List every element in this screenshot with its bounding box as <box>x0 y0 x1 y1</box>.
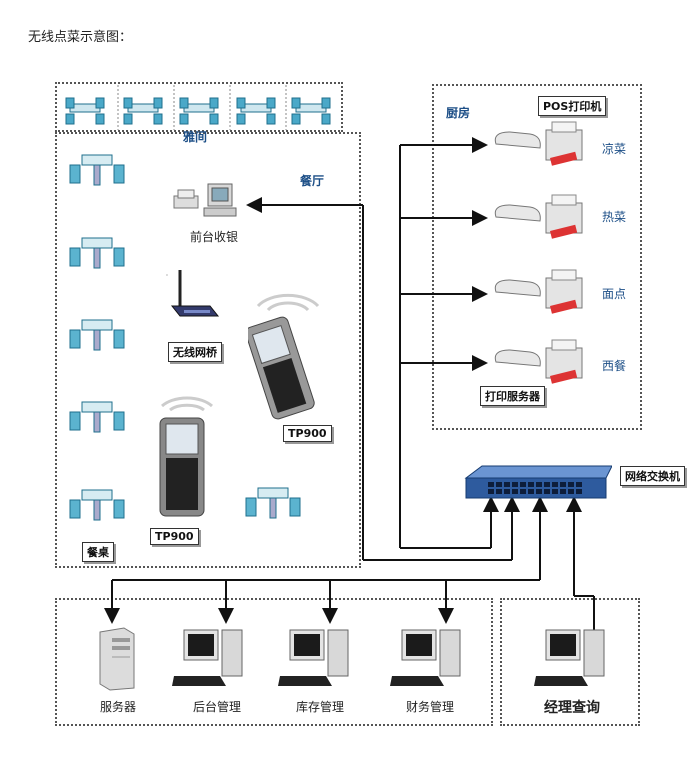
manager-label: 经理查询 <box>544 700 600 716</box>
table-label: 餐桌 <box>82 542 114 562</box>
handheld-2-label: TP900 <box>150 528 199 545</box>
wireless-bridge-icon <box>166 270 220 317</box>
front-desk-label: 前台收银 <box>190 230 239 244</box>
switch-label: 网络交换机 <box>620 466 685 486</box>
station-cold: 凉菜 <box>602 142 627 156</box>
table-icon <box>69 237 125 269</box>
diagram-title: 无线点菜示意图： <box>28 30 133 45</box>
finance-label: 财务管理 <box>406 700 455 714</box>
printer-icon <box>494 339 583 384</box>
printer-icon <box>494 194 583 239</box>
computer-icon <box>534 629 605 686</box>
print-server-label: 打印服务器 <box>480 386 545 406</box>
table-icon <box>69 489 125 521</box>
restaurant-zone <box>55 132 361 568</box>
table-icon <box>123 97 163 125</box>
handheld-terminal-icon <box>248 293 320 420</box>
inventory-label: 库存管理 <box>296 700 345 714</box>
table-icon <box>69 401 125 433</box>
table-icon <box>179 97 219 125</box>
kitchen-zone <box>432 84 642 430</box>
pos-printer-label: POS打印机 <box>538 96 607 116</box>
computer-icon <box>390 629 461 686</box>
network-switch-icon <box>464 465 612 499</box>
bridge-label: 无线网桥 <box>168 342 222 362</box>
printer-icon <box>494 121 583 166</box>
kitchen-label: 厨房 <box>446 106 471 120</box>
table-icon <box>245 487 301 519</box>
private-room-label: 雅间 <box>183 130 208 144</box>
station-western: 西餐 <box>602 359 627 373</box>
office-zone <box>55 598 493 726</box>
station-pastry: 面点 <box>602 287 627 301</box>
printer-icon <box>494 269 583 314</box>
table-icon <box>69 154 125 186</box>
table-icon <box>65 97 105 125</box>
computer-icon <box>278 629 349 686</box>
station-hot: 热菜 <box>602 210 627 224</box>
table-icon <box>69 319 125 351</box>
table-icon <box>236 97 276 125</box>
server-icon <box>99 627 135 691</box>
cashier-pc-icon <box>173 183 237 217</box>
computer-icon <box>172 629 243 686</box>
private-room-zone <box>55 82 343 132</box>
handheld-1-label: TP900 <box>283 425 332 442</box>
restaurant-label: 餐厅 <box>300 174 325 188</box>
handheld-terminal-icon <box>159 396 214 517</box>
server-label: 服务器 <box>100 700 137 714</box>
backend-label: 后台管理 <box>193 700 242 714</box>
manager-zone <box>500 598 640 726</box>
table-icon <box>291 97 331 125</box>
